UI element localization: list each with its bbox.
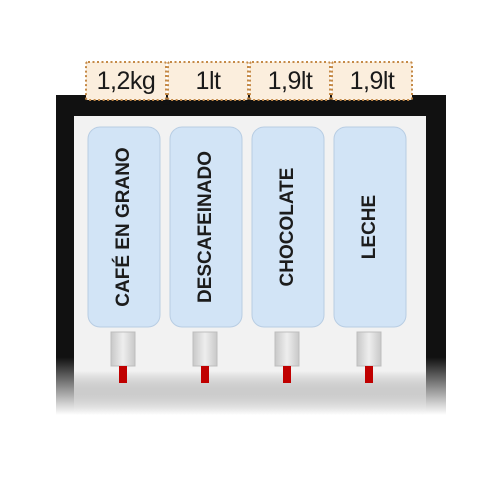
canister-label: LECHE: [359, 194, 380, 260]
capacity-label: 1lt: [195, 67, 221, 95]
capacity-label: 1,9lt: [349, 67, 395, 95]
spout-4: [356, 331, 382, 367]
spout-1: [110, 331, 136, 367]
canister-label: CHOCOLATE: [277, 167, 298, 287]
canister-1: [87, 126, 161, 328]
valve-3: [283, 366, 291, 383]
capacity-box-1: [85, 61, 167, 101]
canister-label: DESCAFEINADO: [195, 151, 216, 304]
spout-3: [274, 331, 300, 367]
capacity-label: 1,9lt: [267, 67, 313, 95]
capacity-box-3: [249, 61, 331, 101]
valve-4: [365, 366, 373, 383]
valve-2: [201, 366, 209, 383]
canister-2: [169, 126, 243, 328]
capacity-box-2: [167, 61, 249, 101]
capacity-label: 1,2kg: [96, 67, 156, 95]
spout-2: [192, 331, 218, 367]
valve-1: [119, 366, 127, 383]
canister-3: [251, 126, 325, 328]
canister-4: [333, 126, 407, 328]
canister-label: CAFÉ EN GRANO: [113, 147, 134, 307]
capacity-box-4: [331, 61, 413, 101]
